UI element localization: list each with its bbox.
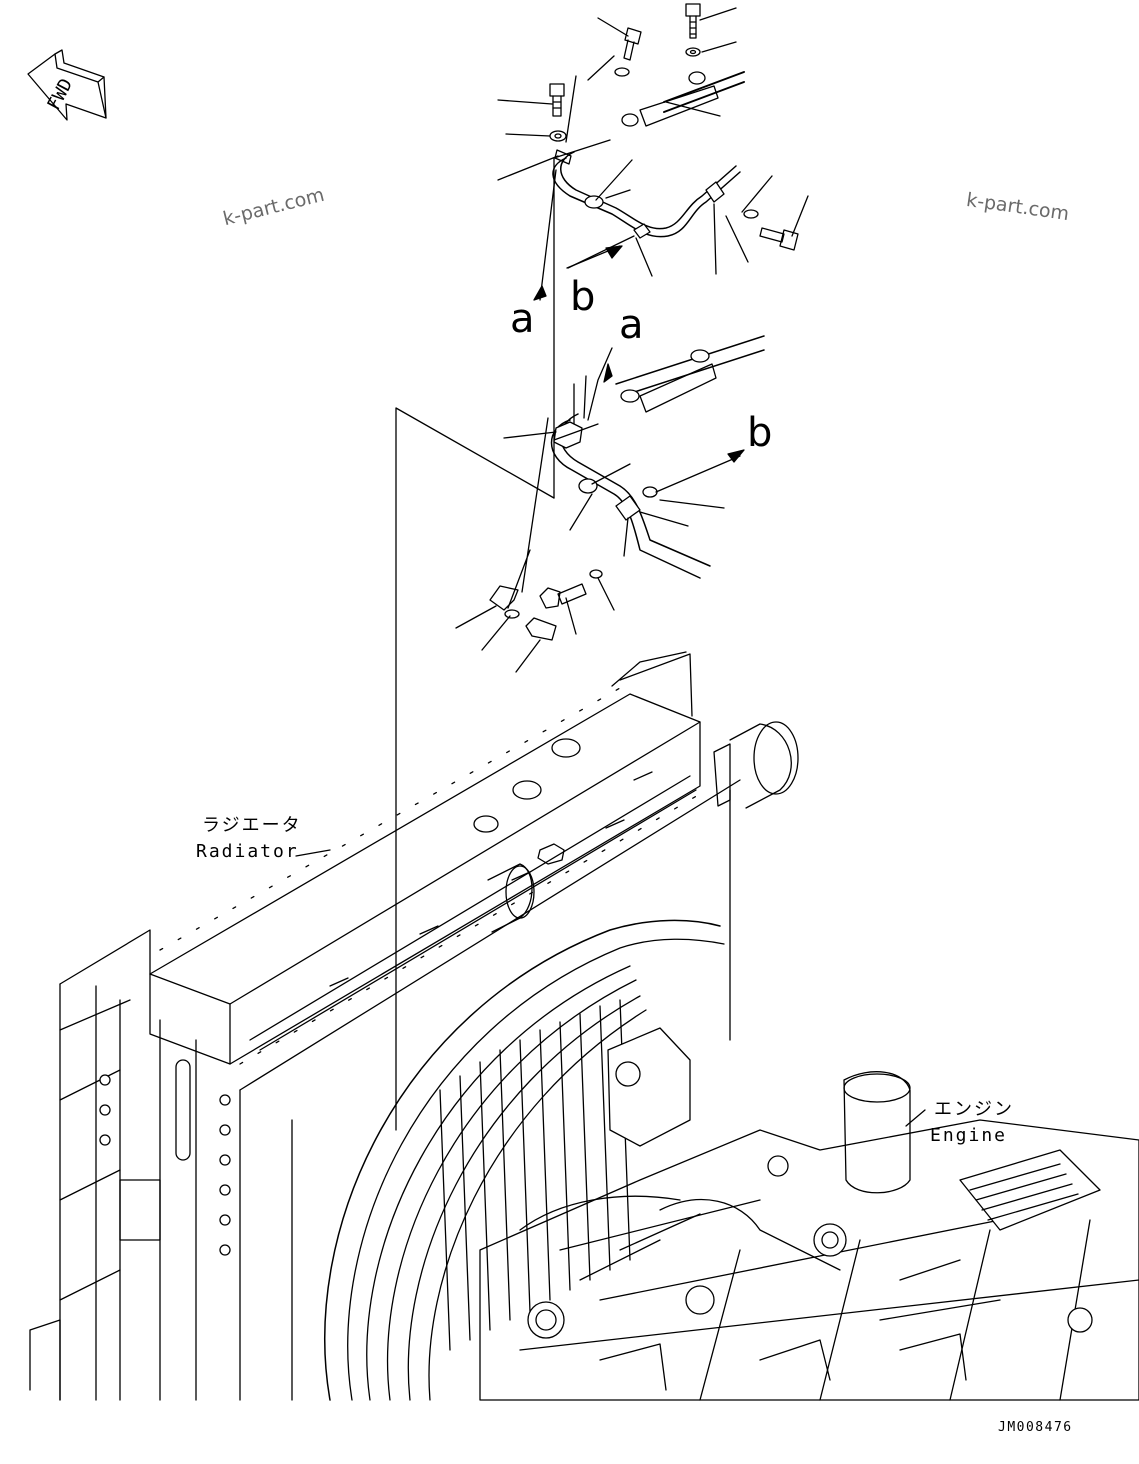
clamp-plate — [639, 85, 719, 127]
washer-icon — [589, 569, 603, 579]
fwd-arrow-icon — [27, 49, 107, 121]
washer-icon — [614, 67, 630, 77]
washer-icon — [504, 609, 520, 619]
radiator-label-jp: ラジエータ — [202, 815, 302, 836]
upper-harness-assembly — [497, 3, 809, 499]
drawing-code: JM008476 — [998, 1420, 1073, 1435]
bolt-icon — [549, 83, 565, 117]
washer-icon — [549, 130, 567, 142]
reference-line — [395, 407, 555, 1131]
lower-harness-assembly — [455, 335, 765, 673]
bolt-icon — [759, 227, 799, 251]
bolt-icon — [623, 27, 642, 61]
fan-shroud — [324, 919, 725, 1401]
radiator-label-en: Radiator — [196, 841, 299, 862]
ref-b-label-lower: b — [747, 410, 772, 456]
washer-icon — [685, 47, 701, 57]
ref-a-label: a — [510, 296, 535, 342]
ref-b-label: b — [570, 274, 595, 320]
ref-a-label-lower: a — [619, 302, 644, 348]
engine-leader — [905, 1109, 926, 1127]
engine-label-jp: エンジン — [934, 1099, 1014, 1120]
engine-label-en: Engine — [930, 1125, 1008, 1146]
bolt-icon — [685, 3, 701, 39]
bolt-icon — [539, 583, 587, 609]
radiator-leader — [295, 849, 331, 857]
washer-icon — [743, 209, 759, 219]
radiator — [29, 651, 799, 1401]
engine — [479, 1071, 1139, 1401]
bolt-icon — [525, 617, 557, 641]
